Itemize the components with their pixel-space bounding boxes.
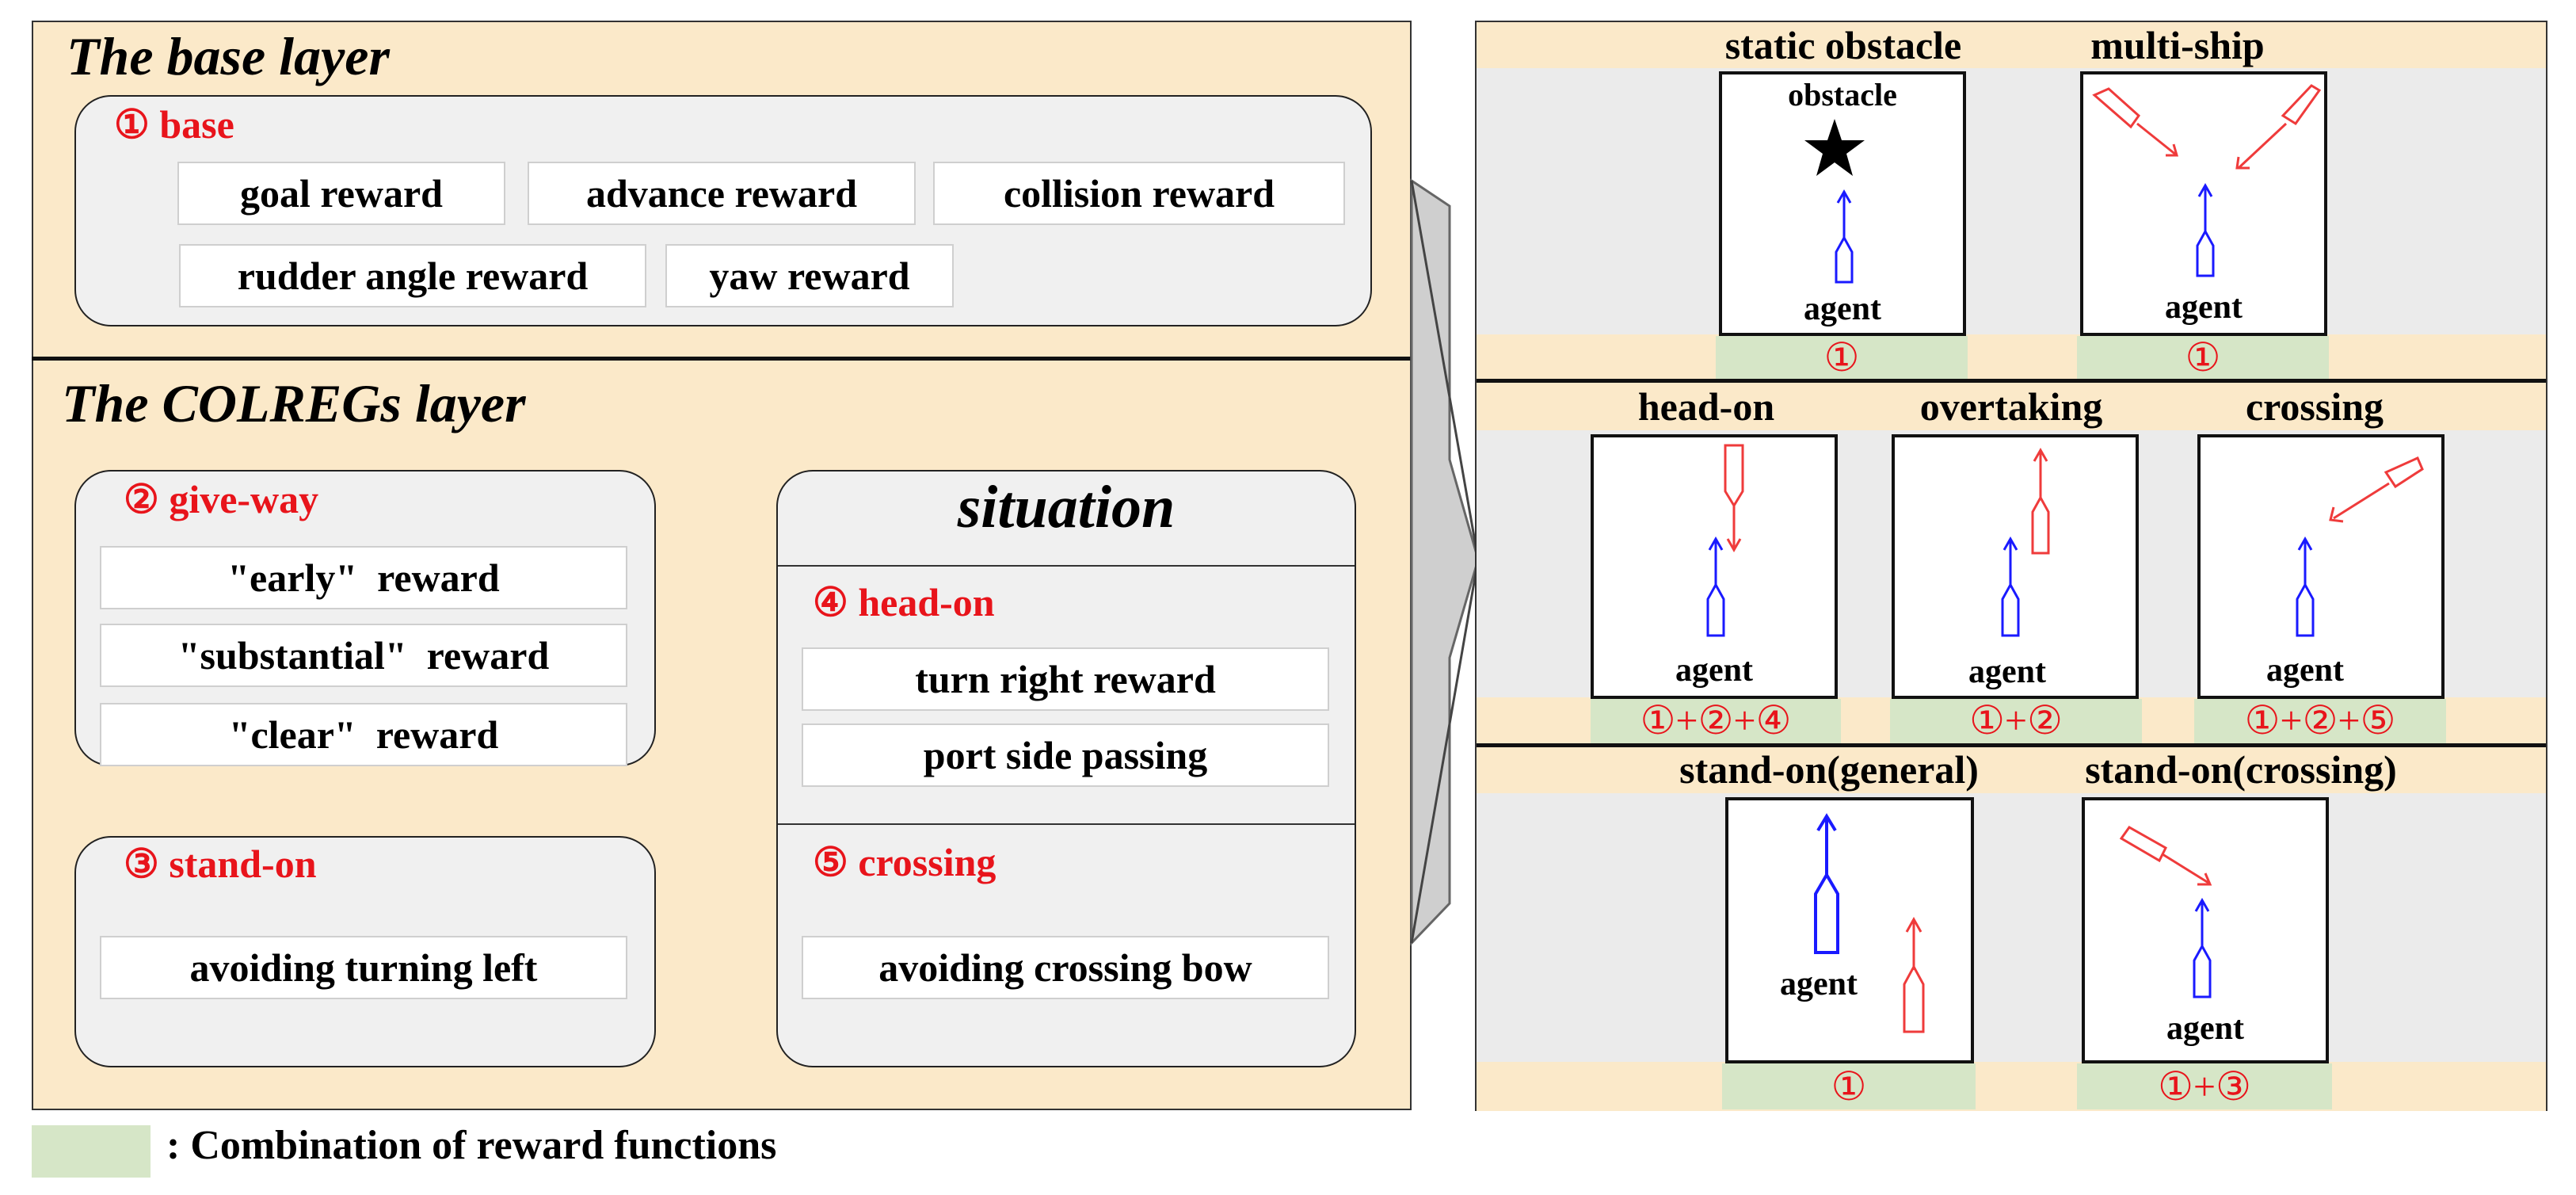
scenario-panel: static obstacle obstacle agent ① multi-s… <box>1475 21 2547 1111</box>
turn-right-reward-box: turn right reward <box>802 647 1329 711</box>
overtaking-label: overtaking <box>1919 384 2103 429</box>
head-on-scene: agent <box>1591 434 1838 699</box>
overtaking-scene: agent <box>1892 434 2139 699</box>
agent-ship-icon <box>2001 536 2020 637</box>
row1-bottom-band <box>1477 334 2546 379</box>
combo-swatch <box>1591 699 1841 743</box>
row3-bottom-band <box>1477 1062 2546 1111</box>
star-icon <box>1804 119 1865 176</box>
base-layer-title: The base layer <box>67 26 390 86</box>
combo-swatch <box>2077 336 2329 379</box>
row1-top-band <box>1477 22 2546 68</box>
combo-swatch <box>2194 699 2446 743</box>
static-obstacle-scene: obstacle agent <box>1719 71 1966 336</box>
row3-top-band <box>1477 747 2546 793</box>
other-ship-icon <box>2031 447 2050 555</box>
combo-label: ①+③ <box>2158 1064 2251 1109</box>
obstacle-label: obstacle <box>1788 77 1897 113</box>
combo-label: ①+②+⑤ <box>2244 698 2396 743</box>
head-on-label: head-on <box>1637 384 1775 429</box>
stand-on-crossing-scene: agent <box>2082 797 2329 1063</box>
port-side-passing-box: port side passing <box>802 723 1329 787</box>
stand-on-general-label: stand-on(general) <box>1679 747 1979 792</box>
crossing-label: crossing <box>2245 384 2384 429</box>
avoid-turning-left-box: avoiding turning left <box>100 936 627 999</box>
multi-ship-label: multi-ship <box>2090 23 2265 67</box>
early-reward-box: "early" reward <box>100 546 627 609</box>
stand-on-heading: ③ stand-on <box>124 842 317 886</box>
agent-label: agent <box>2166 1010 2244 1047</box>
colregs-layer-title: The COLREGs layer <box>62 373 526 433</box>
give-way-group: ② give-way "early" reward "substantial" … <box>74 470 656 766</box>
agent-ship-icon <box>2196 182 2215 277</box>
yaw-reward-box: yaw reward <box>665 244 954 307</box>
static-obstacle-label: static obstacle <box>1724 23 1962 67</box>
situation-group: situation ④ head-on turn right reward po… <box>776 470 1356 1067</box>
crossing-scene: agent <box>2197 434 2445 699</box>
combo-label: ① <box>1831 1064 1867 1109</box>
base-layer-panel: The base layer ① base goal reward advanc… <box>32 21 1412 360</box>
clear-reward-box: "clear" reward <box>100 703 627 766</box>
goal-reward-box: goal reward <box>177 162 505 225</box>
situation-divider-2 <box>778 823 1355 825</box>
other-ship-icon <box>2329 456 2424 523</box>
agent-label: agent <box>2266 652 2344 689</box>
stand-on-group: ③ stand-on avoiding turning left <box>74 836 656 1067</box>
advance-reward-box: advance reward <box>528 162 916 225</box>
stand-on-crossing-label: stand-on(crossing) <box>2085 747 2397 792</box>
other-ship-icon <box>2119 826 2212 886</box>
row2-top-band <box>1477 383 2546 430</box>
agent-label: agent <box>2165 289 2243 326</box>
other-ship-icon <box>1724 444 1744 553</box>
crossing-heading: ⑤ crossing <box>813 840 996 884</box>
situation-title: situation <box>957 474 1176 540</box>
other-ship-icon <box>2235 84 2322 170</box>
give-way-heading: ② give-way <box>124 477 319 521</box>
legend-text: : Combination of reward functions <box>166 1123 777 1168</box>
agent-label: agent <box>1804 291 1881 327</box>
stand-on-general-scene: agent <box>1725 797 1974 1063</box>
row2-separator <box>1477 743 2546 747</box>
colregs-layer-panel: The COLREGs layer ② give-way "early" rew… <box>32 361 1412 1110</box>
substantial-reward-box: "substantial" reward <box>100 624 627 687</box>
combo-swatch <box>1716 336 1968 379</box>
agent-label: agent <box>1780 966 1858 1002</box>
agent-label: agent <box>1968 654 2046 690</box>
combo-label: ①+②+④ <box>1640 698 1792 743</box>
agent-ship-icon <box>1835 189 1854 284</box>
agent-ship-icon <box>1814 813 1839 954</box>
combo-swatch <box>2077 1063 2332 1109</box>
row1-separator <box>1477 379 2546 383</box>
avoid-crossing-bow-box: avoiding crossing bow <box>802 936 1329 999</box>
collision-reward-box: collision reward <box>933 162 1345 225</box>
base-reward-group: ① base goal reward advance reward collis… <box>74 95 1372 326</box>
agent-ship-icon <box>2296 536 2315 637</box>
agent-ship-icon <box>2193 897 2212 998</box>
head-on-heading: ④ head-on <box>813 580 995 624</box>
agent-label: agent <box>1675 652 1753 689</box>
other-ship-icon <box>2092 87 2178 157</box>
rudder-angle-reward-box: rudder angle reward <box>179 244 646 307</box>
layer-divider <box>32 357 1412 361</box>
combo-label: ①+② <box>1969 698 2063 743</box>
other-ship-icon <box>1903 916 1925 1033</box>
combo-swatch <box>1890 699 2142 743</box>
combo-label: ① <box>2185 335 2221 380</box>
situation-divider-1 <box>778 565 1355 567</box>
agent-ship-icon <box>1706 536 1725 637</box>
combo-swatch <box>1722 1063 1976 1109</box>
base-heading: ① base <box>114 102 234 147</box>
legend-swatch <box>32 1125 151 1178</box>
combo-label: ① <box>1823 335 1860 380</box>
multi-ship-scene: agent <box>2080 71 2327 336</box>
